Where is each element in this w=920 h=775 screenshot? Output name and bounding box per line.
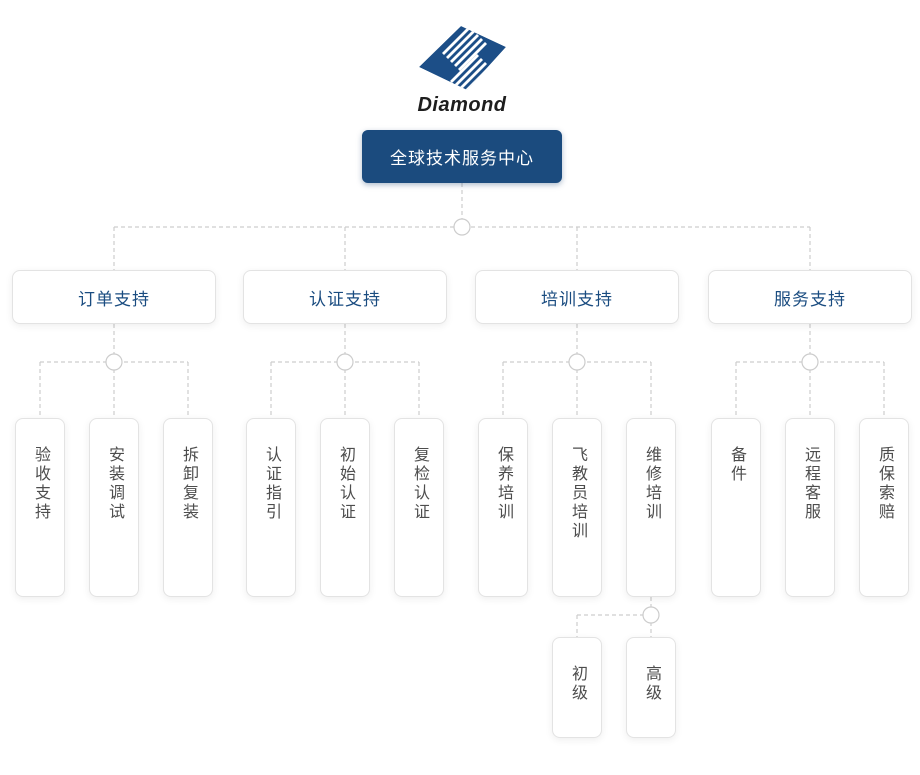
leaf-label: 飞教员培训: [569, 446, 586, 541]
branch-label: 培训支持: [541, 289, 613, 309]
leaf-node-warranty-claims: 质保索赔: [859, 418, 909, 597]
leaf-label: 保养培训: [495, 446, 512, 522]
branch-label: 订单支持: [78, 289, 150, 309]
leaf-node-recheck-certification: 复检认证: [394, 418, 444, 597]
branch-node-order-support: 订单支持: [12, 270, 216, 324]
leaf-label: 初始认证: [337, 446, 354, 522]
branch-node-service-support: 服务支持: [708, 270, 912, 324]
brand-logo: Diamond: [362, 24, 562, 117]
leaf-node-maintenance-care-training: 保养培训: [478, 418, 528, 597]
leaf-label: 备件: [728, 446, 745, 484]
brand-name: Diamond: [417, 94, 507, 116]
root-node-label: 全球技术服务中心: [390, 149, 534, 168]
branch-node-training-support: 培训支持: [475, 270, 679, 324]
junction-circle: [642, 606, 660, 624]
junction-circle: [568, 353, 586, 371]
leaf-node-maintenance-training: 维修培训: [626, 418, 676, 597]
sub-label: 高级: [643, 665, 660, 703]
leaf-node-certification-guide: 认证指引: [246, 418, 296, 597]
sub-node-advanced-level: 高级: [626, 637, 676, 738]
branch-label: 服务支持: [774, 289, 846, 309]
leaf-label: 远程客服: [802, 446, 819, 522]
leaf-label: 验收支持: [32, 446, 49, 522]
sub-node-elementary-level: 初级: [552, 637, 602, 738]
diamond-logo-icon: [419, 26, 506, 90]
leaf-label: 复检认证: [411, 446, 428, 522]
leaf-label: 安装调试: [106, 446, 123, 522]
junction-circle: [105, 353, 123, 371]
junction-circle: [453, 218, 471, 236]
leaf-node-disassembly-reassembly: 拆卸复装: [163, 418, 213, 597]
leaf-node-spare-parts: 备件: [711, 418, 761, 597]
leaf-label: 维修培训: [643, 446, 660, 522]
leaf-label: 拆卸复装: [180, 446, 197, 522]
leaf-label: 质保索赔: [876, 446, 893, 522]
leaf-node-flight-instructor-training: 飞教员培训: [552, 418, 602, 597]
junction-circle: [801, 353, 819, 371]
leaf-node-initial-certification: 初始认证: [320, 418, 370, 597]
root-node-global-tech-service-center: 全球技术服务中心: [362, 130, 562, 183]
leaf-label: 认证指引: [263, 446, 280, 522]
leaf-node-remote-customer-service: 远程客服: [785, 418, 835, 597]
junction-circle: [336, 353, 354, 371]
branch-label: 认证支持: [309, 289, 381, 309]
leaf-node-acceptance-support: 验收支持: [15, 418, 65, 597]
leaf-node-installation-debugging: 安装调试: [89, 418, 139, 597]
branch-node-certification-support: 认证支持: [243, 270, 447, 324]
sub-label: 初级: [569, 665, 586, 703]
